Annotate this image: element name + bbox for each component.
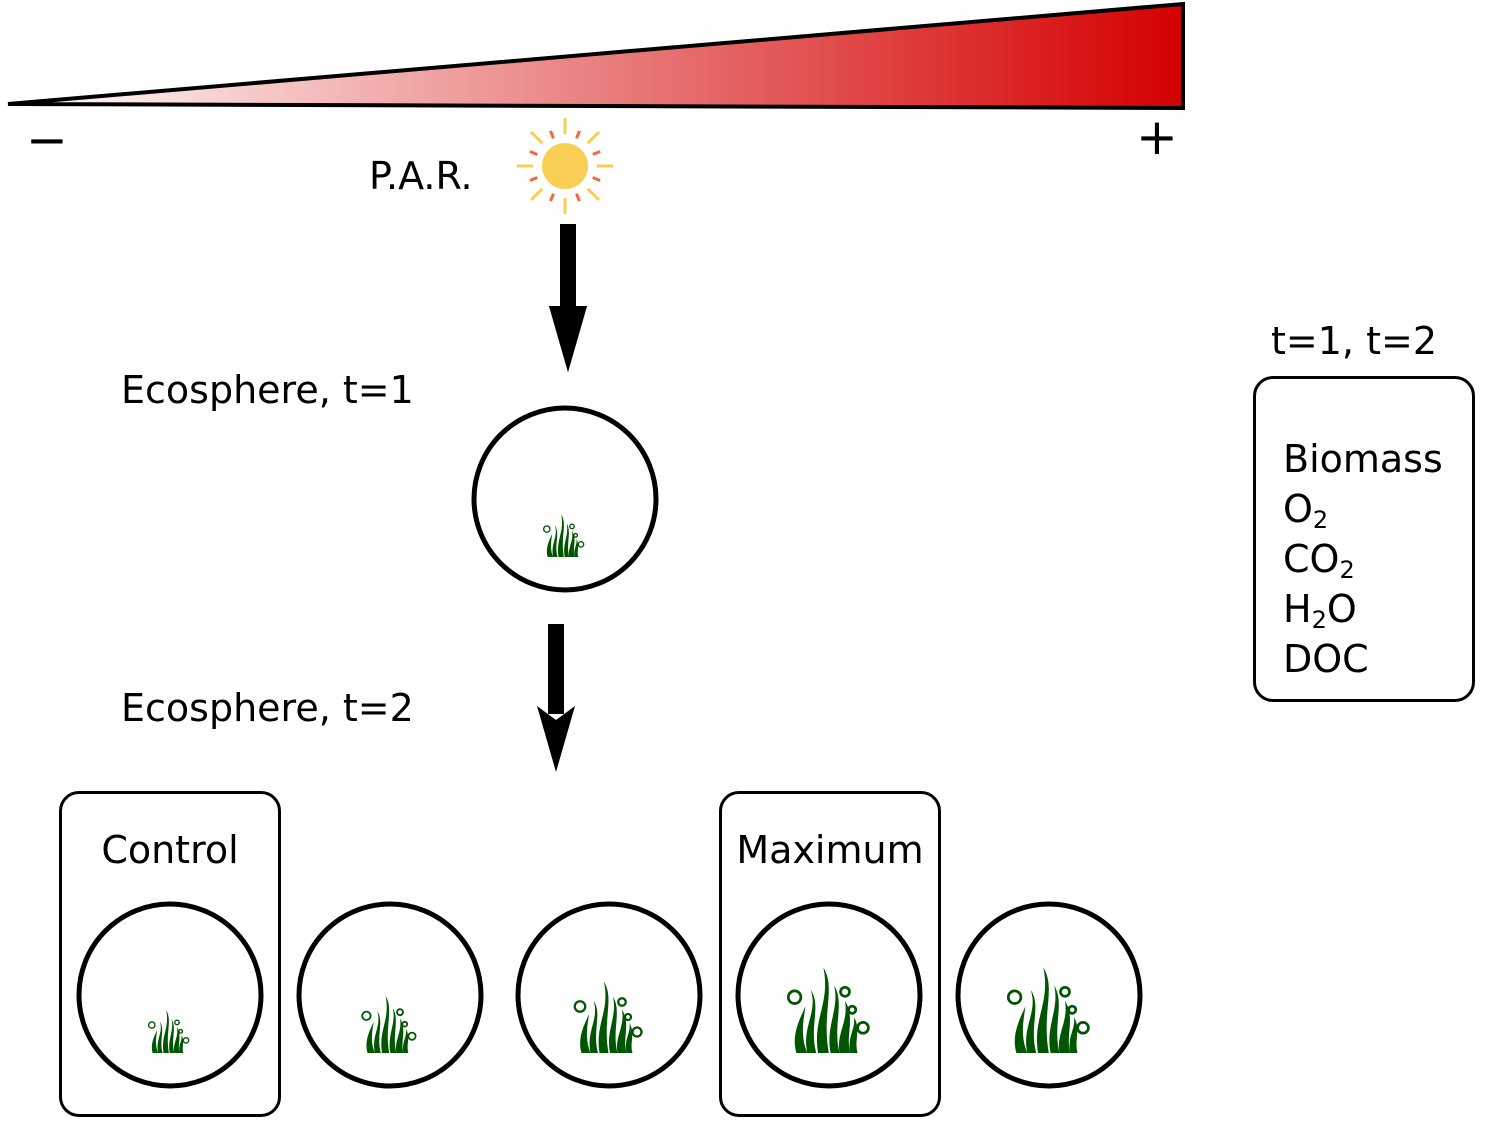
plant-icon — [361, 996, 417, 1053]
plant-icon — [1006, 967, 1090, 1053]
maximum-box: Maximum — [719, 791, 941, 1117]
measurement-biomass: Biomass — [1283, 437, 1443, 481]
plant-icon — [542, 514, 585, 557]
measurement-co2: CO2 — [1283, 537, 1355, 584]
maximum-label: Maximum — [736, 828, 924, 872]
plant-icon — [786, 967, 870, 1053]
measurement-o2: O2 — [1283, 487, 1329, 534]
measurement-time-label: t=1, t=2 — [1271, 319, 1437, 363]
gradient-minus-label: − — [26, 111, 68, 169]
ecosphere-t1-label: Ecosphere, t=1 — [121, 368, 414, 412]
par-gradient-wedge — [7, 1, 1185, 111]
measurement-list: Biomass O2 CO2 H2O DOC — [1283, 434, 1443, 684]
measurements-box: Biomass O2 CO2 H2O DOC — [1253, 376, 1475, 702]
ecosphere-t1 — [471, 405, 659, 593]
arrow-down-icon — [549, 224, 587, 372]
ecosphere-t2-4 — [735, 901, 923, 1089]
ecosphere-t2-1 — [76, 901, 264, 1089]
par-label: P.A.R. — [369, 154, 473, 198]
gradient-plus-label: + — [1136, 108, 1178, 166]
ecosphere-t2-3 — [515, 901, 703, 1089]
ecosphere-t2-2 — [296, 901, 484, 1089]
control-label: Control — [101, 828, 239, 872]
ecosphere-t2-label: Ecosphere, t=2 — [121, 686, 414, 730]
arrow-down-icon — [537, 624, 575, 772]
measurement-doc: DOC — [1283, 637, 1369, 681]
ecosphere-t2-5 — [955, 901, 1143, 1089]
plant-icon — [147, 1010, 190, 1053]
control-box: Control — [59, 791, 281, 1117]
measurement-h2o: H2O — [1283, 587, 1357, 634]
sun-icon — [517, 118, 613, 214]
plant-icon — [573, 981, 643, 1053]
